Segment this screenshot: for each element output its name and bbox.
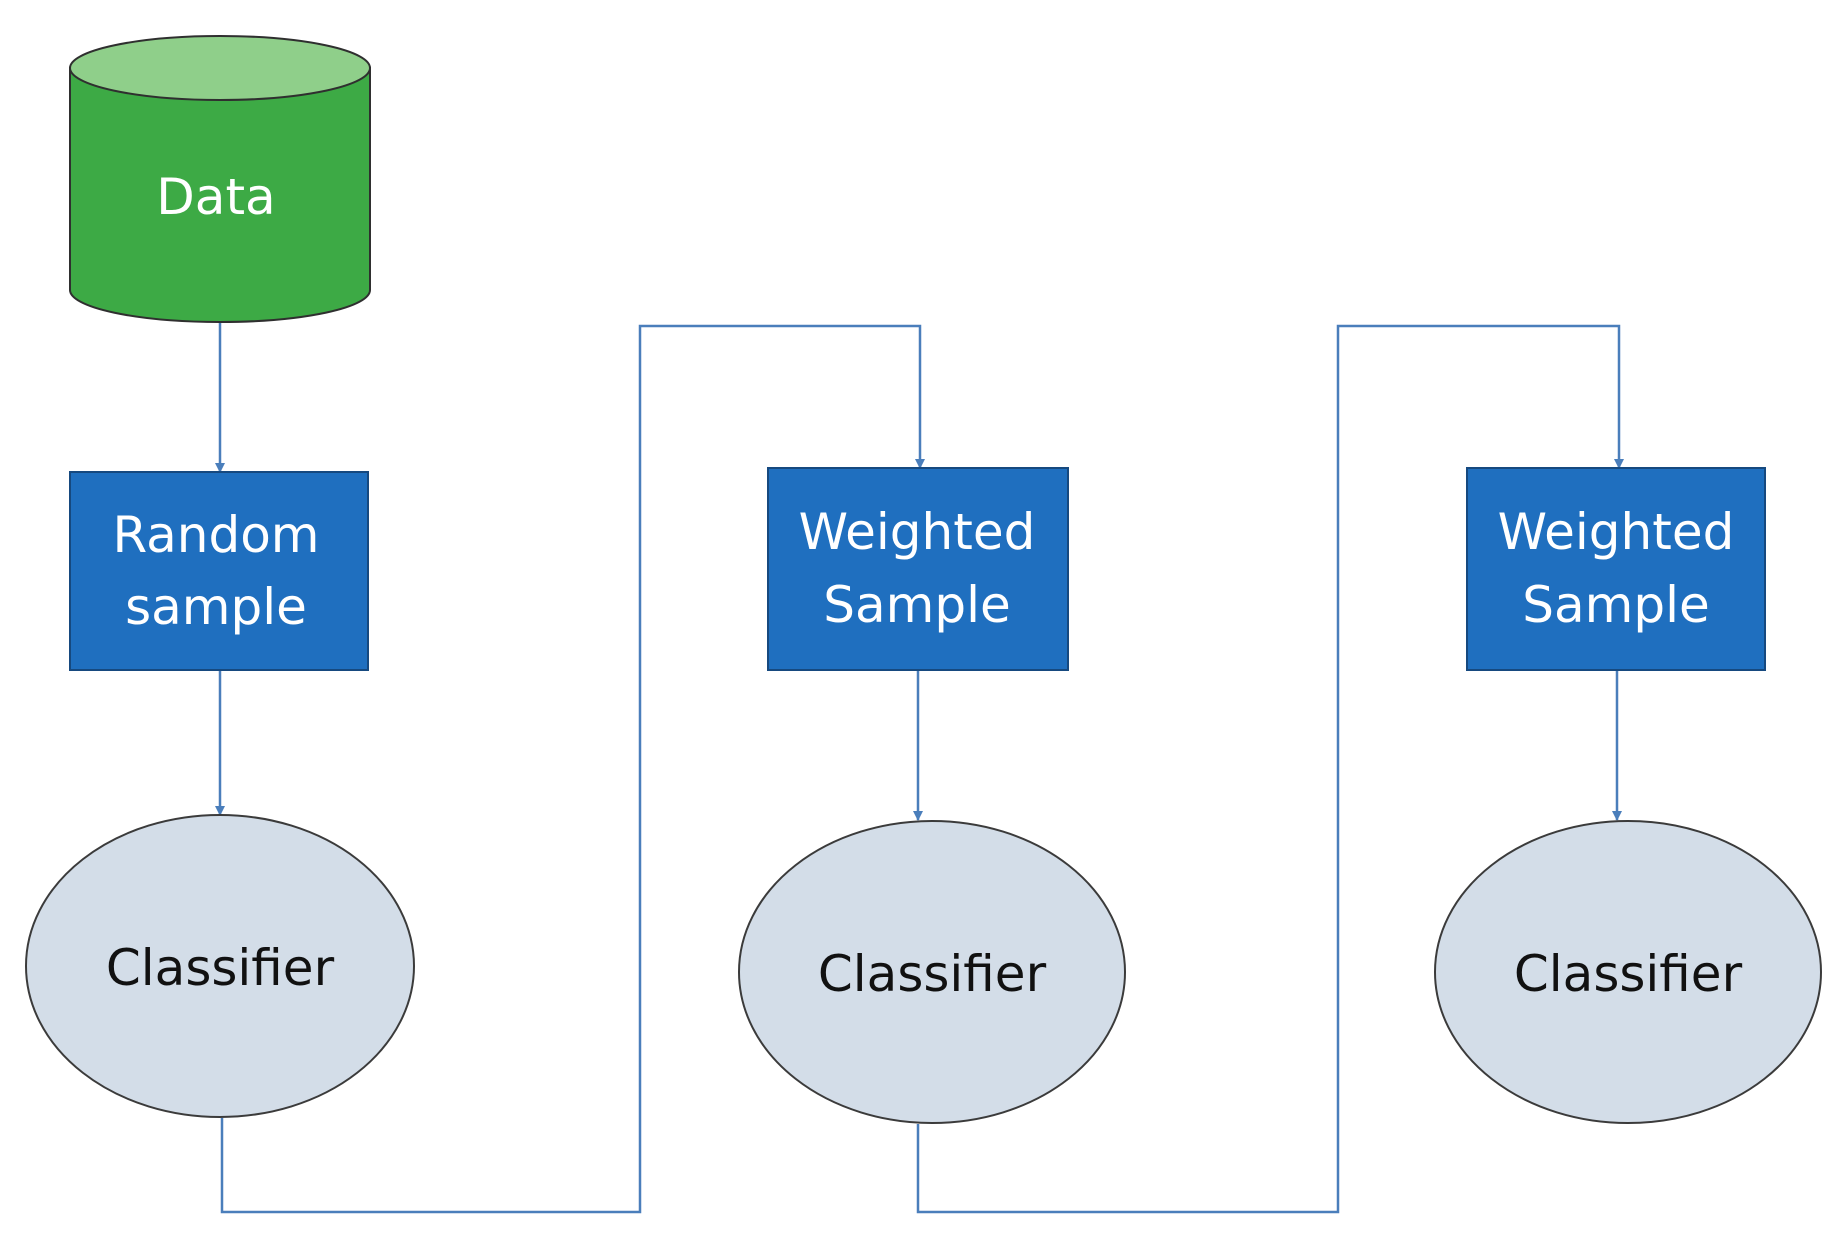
sample-box-1-shape [69,471,369,671]
sample-box-2-shape [767,467,1069,671]
classifier-node-2: Classifier [738,820,1126,1124]
sample-box-1-label-line-2: sample [125,578,307,636]
sample-box-3-shape [1466,467,1766,671]
arrow-classifier-2-to-sample-3 [916,324,1624,1214]
sample-box-3: Weighted Sample [1466,467,1766,671]
data-store-label: Data [156,168,275,226]
cylinder-top [69,35,371,101]
classifier-node-3-label: Classifier [1514,945,1743,1003]
data-store-cylinder: Data [69,35,371,323]
sample-box-3-label-line-1: Weighted [1498,503,1735,561]
sample-box-2-label-line-2: Sample [823,576,1010,634]
arrow-classifier-1-to-sample-2 [220,324,925,1214]
cylinder-body [69,67,371,323]
sample-box-1: Random sample [69,471,369,671]
classifier-node-3: Classifier [1434,820,1822,1124]
classifier-node-1-label: Classifier [106,939,335,997]
classifier-node-1: Classifier [25,814,415,1118]
classifier-node-1-shape [25,814,415,1118]
classifier-node-2-label: Classifier [818,945,1047,1003]
classifier-node-2-shape [738,820,1126,1124]
sample-box-1-label-line-1: Random [112,506,319,564]
connectors [215,322,1624,1214]
sample-box-3-label-line-2: Sample [1522,576,1709,634]
classifier-node-3-shape [1434,820,1822,1124]
sample-box-2-label-line-1: Weighted [799,503,1036,561]
sample-box-2: Weighted Sample [767,467,1069,671]
